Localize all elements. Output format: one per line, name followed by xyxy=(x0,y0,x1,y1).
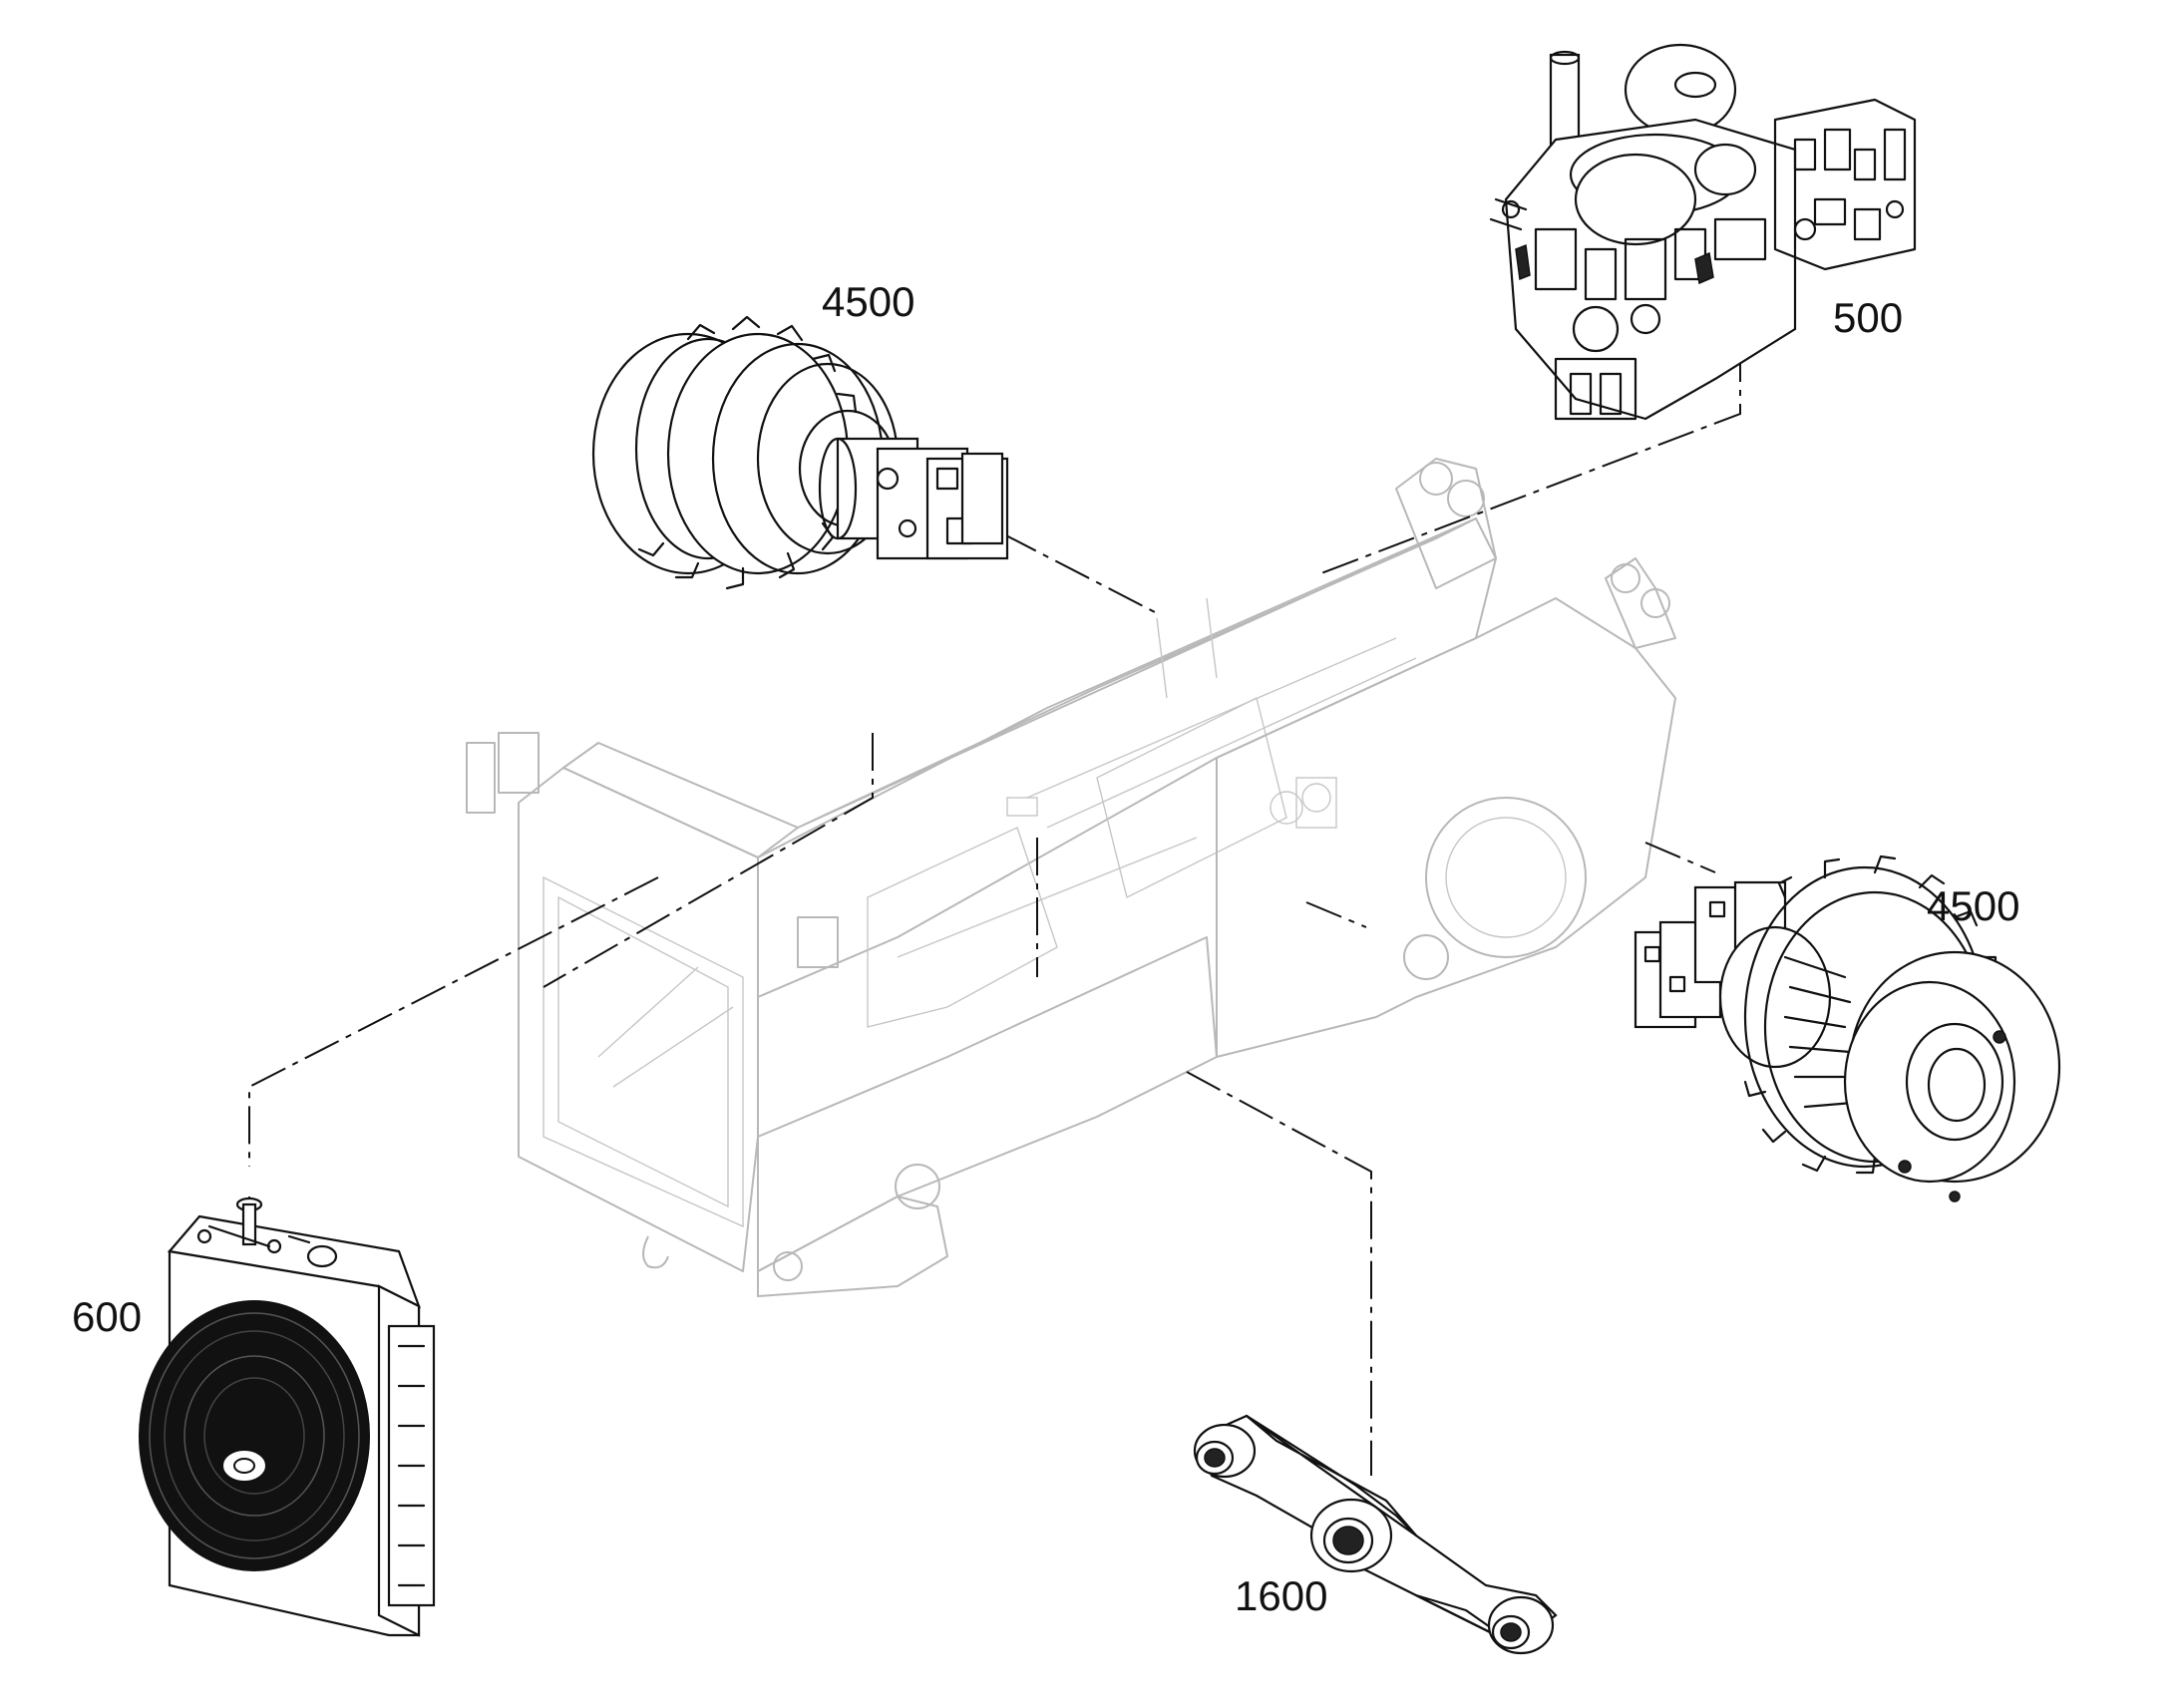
engine-illustration xyxy=(1489,43,1917,421)
callout-final-drive-left: 4500 xyxy=(822,278,915,325)
final-drive-left-illustration xyxy=(591,315,1009,590)
callout-engine: 500 xyxy=(1833,294,1904,341)
cooler-illustration xyxy=(139,1196,436,1637)
link-arm-illustration xyxy=(1193,1414,1558,1655)
callout-final-drive-right: 4500 xyxy=(1927,882,2020,929)
leader-lines xyxy=(248,344,1741,1476)
callout-cooler: 600 xyxy=(72,1293,143,1340)
main-frame xyxy=(466,458,1676,1297)
callout-link: 1600 xyxy=(1235,1572,1328,1619)
final-drive-right-illustration xyxy=(1634,854,2061,1202)
